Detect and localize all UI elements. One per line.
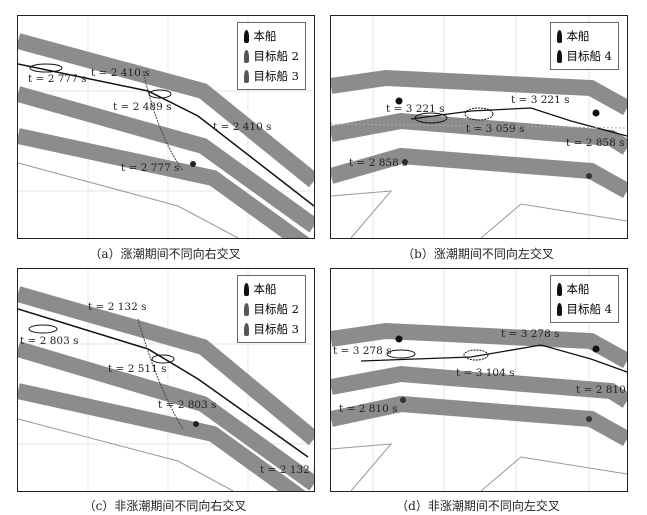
- legend: 本船 目标船 2 目标船 3: [236, 275, 306, 343]
- channel-band-middle: [331, 365, 627, 408]
- own-ship-icon: [556, 29, 562, 43]
- legend-label: 目标船 2: [253, 49, 299, 63]
- channel-band-top: [331, 69, 627, 115]
- time-label: t = 3 221 s: [511, 94, 569, 106]
- time-label: t = 2 489 s: [113, 101, 171, 113]
- time-label: t = 2 777 s: [121, 162, 179, 174]
- legend-label: 目标船 4: [566, 49, 612, 63]
- channel-band-top: [331, 322, 627, 368]
- own-ship-track: [360, 344, 627, 373]
- time-label: t = 3 278 s: [333, 345, 391, 357]
- legend-label: 目标船 3: [253, 322, 299, 336]
- channel-band-bottom: [18, 128, 310, 238]
- legend: 本船 目标船 4: [549, 275, 619, 323]
- time-label: t = 3 278 s: [501, 328, 559, 340]
- trajectory-plot-a: t = 2 777 s t = 2 410 s t = 2 489 s t = …: [18, 16, 314, 238]
- caption-d: （d）非涨潮期间不同向左交叉: [396, 499, 560, 513]
- trajectory-plot-b: t = 3 221 s t = 3 221 s t = 3 059 s t = …: [331, 16, 627, 238]
- target-ship-icon: [243, 322, 249, 336]
- panel-d: t = 3 278 s t = 3 278 s t = 3 104 s t = …: [330, 268, 628, 492]
- trajectory-plot-c: t = 2 132 s t = 2 803 s t = 2 511 s t = …: [18, 269, 314, 491]
- caption-b: （b）涨潮期间不同向左交叉: [402, 247, 554, 261]
- legend-label: 目标船 2: [253, 302, 299, 316]
- channel-band-top: [18, 33, 314, 188]
- panel-b: t = 3 221 s t = 3 221 s t = 3 059 s t = …: [330, 15, 628, 239]
- legend-label: 本船: [253, 282, 277, 296]
- trajectory-plot-d: t = 3 278 s t = 3 278 s t = 3 104 s t = …: [331, 269, 627, 491]
- target-ship-icon: [556, 49, 562, 63]
- time-label: t = 2 810 s: [576, 384, 627, 396]
- panel-c: t = 2 132 s t = 2 803 s t = 2 511 s t = …: [17, 268, 315, 492]
- time-label: t = 2 511 s: [108, 363, 166, 375]
- target-ship-icon: [243, 302, 249, 316]
- channel-band-top: [18, 286, 314, 446]
- own-ship-track: [18, 63, 314, 207]
- legend-label: 目标船 3: [253, 69, 299, 83]
- time-label: t = 2 777 s: [28, 73, 86, 85]
- panel-a: t = 2 777 s t = 2 410 s t = 2 489 s t = …: [17, 15, 315, 239]
- legend-label: 本船: [566, 282, 590, 296]
- legend: 本船 目标船 2 目标船 3: [236, 22, 306, 90]
- channel-band-middle: [18, 341, 314, 491]
- time-label: t = 2 132 s: [260, 464, 314, 476]
- time-label: t = 2 410 s: [213, 121, 271, 133]
- own-ship-track: [18, 308, 309, 458]
- time-label: t = 2 810 s: [339, 403, 397, 415]
- own-ship-icon: [243, 29, 249, 43]
- target-ship-icon: [243, 69, 249, 83]
- channel-band-middle: [18, 86, 314, 233]
- target-ship-icon: [556, 302, 562, 316]
- own-ship-track: [410, 107, 627, 137]
- channel-band-middle: [331, 112, 627, 155]
- time-label: t = 3 104 s: [456, 367, 514, 379]
- channel-band-bottom: [331, 395, 627, 446]
- legend: 本船 目标船 4: [549, 22, 619, 70]
- caption-c: （c）非涨潮期间不同向右交叉: [83, 499, 247, 513]
- time-label: t = 2 858 s: [566, 137, 624, 149]
- channel-band-bottom: [331, 147, 627, 198]
- time-label: t = 2 132 s: [88, 301, 146, 313]
- time-label: t = 3 221 s: [386, 103, 444, 115]
- own-ship-icon: [556, 282, 562, 296]
- channel-band-bottom: [18, 383, 306, 491]
- legend-label: 本船: [253, 29, 277, 43]
- time-label: t = 3 059 s: [466, 123, 524, 135]
- target-ship-icon: [243, 49, 249, 63]
- caption-a: （a）涨潮期间不同向右交叉: [89, 247, 241, 261]
- time-label: t = 2 803 s: [158, 399, 216, 411]
- own-ship-icon: [243, 282, 249, 296]
- legend-label: 目标船 4: [566, 302, 612, 316]
- time-label: t = 2 858 s: [349, 157, 407, 169]
- time-label: t = 2 410 s: [91, 67, 149, 79]
- time-label: t = 2 803 s: [20, 335, 78, 347]
- legend-label: 本船: [566, 29, 590, 43]
